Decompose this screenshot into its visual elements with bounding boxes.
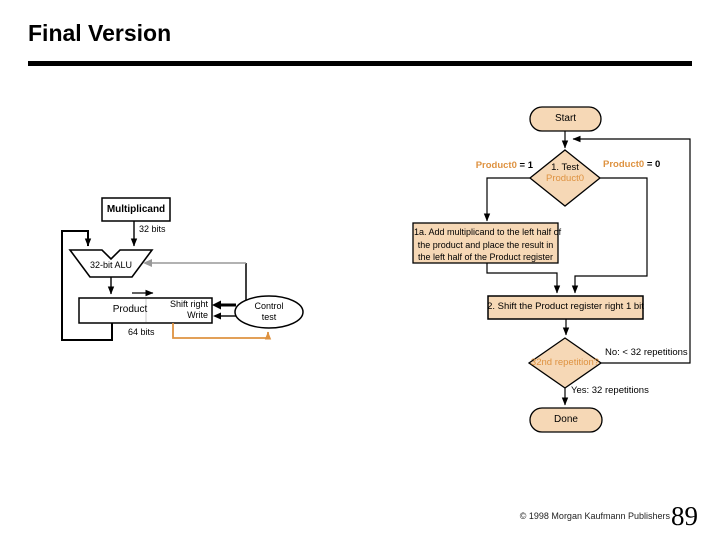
product0-to-control-line [172,323,272,340]
step1a-line1: 1a. Add multiplicand to the left half of [414,227,562,237]
branch-right-value: = 0 [646,159,661,170]
branch-right-line [571,177,648,294]
write-signal-arrowhead [213,312,221,320]
control-test-line2: test [261,311,277,322]
product-feedback-loop [61,230,113,341]
shift-right-label: Shift right [169,299,208,309]
step2-label: 2. Shift the Product register right 1 bi… [487,301,644,313]
footer-copyright: © 1998 Morgan Kaufmann Publishers [519,511,670,521]
multiplicand-box [101,197,171,222]
decision1-line1: 1. Test [551,162,579,173]
branch-left-label: Product0 = 1 [470,160,533,172]
branch-left-product: Product0 [475,160,517,171]
branch-right-label: Product0 = 0 [603,159,673,171]
branch-left-line [483,177,530,222]
decision1-line2: Product0 [545,173,585,184]
branch-no-label: No: < 32 repetitions [605,347,688,358]
branch-left-value: = 1 [519,160,533,171]
step1a-line3: the left half of the Product register [417,252,554,262]
control-test-ellipse [234,295,304,329]
step1a-label: 1a. Add multiplicand to the left half of… [414,226,561,264]
write-label: Write [187,310,208,320]
step1a-to-step2-line [486,263,561,294]
page-number: 89 [671,501,698,531]
product-label: Product [112,304,148,315]
decision1-diamond [528,149,602,207]
slide-title: Final Version [28,20,172,46]
repeat-loop-line [572,135,691,364]
decision1-label: 1. Test Product0 [525,162,605,184]
alu-shape [68,249,154,278]
shift-right-signal-arrowhead [212,300,221,310]
control-test-line1: Control [254,301,284,311]
product-width-label: 64 bits [128,327,155,337]
control-to-alu-arrowhead [143,259,152,267]
control-test-label: Control test [243,301,295,322]
branch-yes-label: Yes: 32 repetitions [571,385,649,396]
decision2-label: 32nd repetition? [530,357,600,368]
step1a-line2: the product and place the result in [417,239,554,250]
step1a-box [412,222,559,264]
alu-label: 32-bit ALU [89,260,133,270]
title-rule [28,61,692,66]
done-label: Done [554,414,578,426]
start-label: Start [554,113,577,125]
multiplicand-label: Multiplicand [106,203,166,215]
multiplicand-width-label: 32 bits [139,224,166,234]
done-oval [529,407,603,433]
branch-right-product: Product0 [603,159,645,170]
